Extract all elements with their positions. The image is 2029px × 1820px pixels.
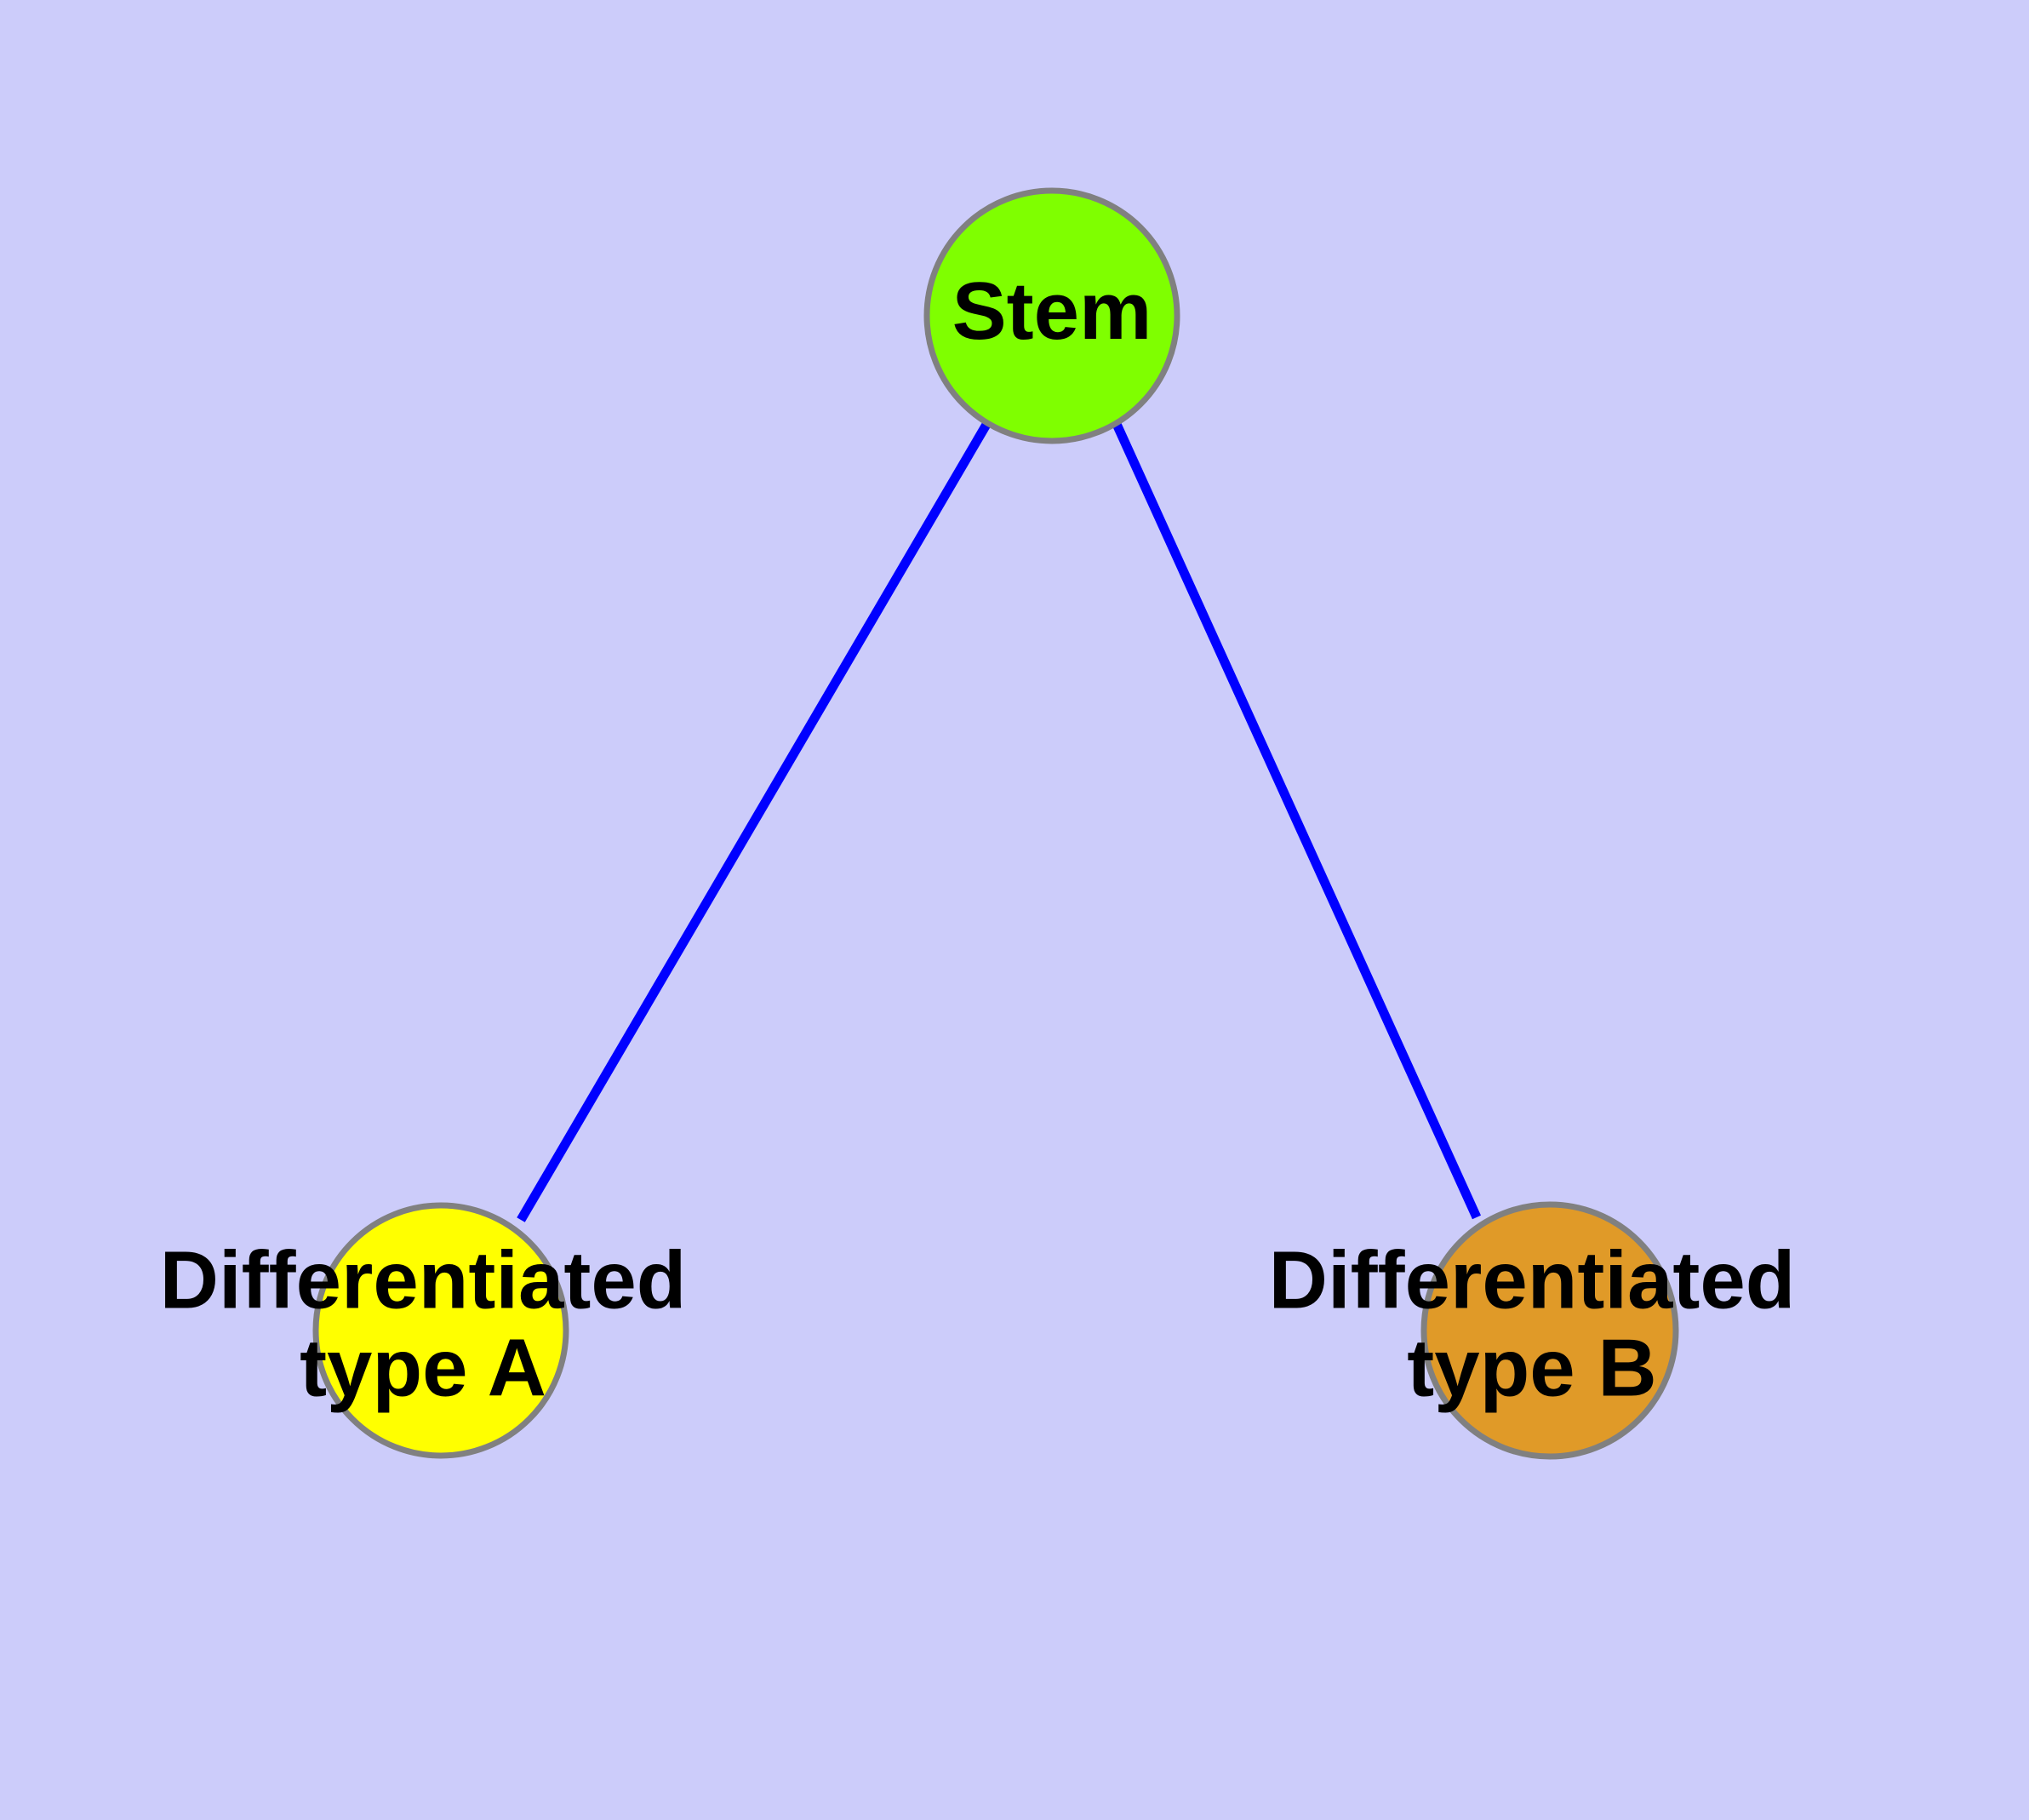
graph-node-stem[interactable] — [923, 187, 1180, 444]
node-label-line: Stem — [952, 266, 1152, 357]
node-label-line: type B — [1407, 1323, 1656, 1414]
nodes-layer — [312, 187, 1679, 1460]
graph-node-diff_b[interactable] — [1420, 1201, 1679, 1460]
graph-edge-stem-to-diff-b[interactable] — [1111, 420, 1482, 1220]
node-label-line: Differentiated — [1269, 1235, 1796, 1326]
graph-node-diff_a[interactable] — [312, 1202, 569, 1459]
node-label-stem: Stem — [952, 266, 1152, 357]
node-label-line: Differentiated — [160, 1235, 687, 1326]
node-label-line: type A — [300, 1323, 546, 1414]
graph-edge-stem-to-diff-a[interactable] — [517, 421, 992, 1222]
edges-layer — [517, 420, 1482, 1222]
